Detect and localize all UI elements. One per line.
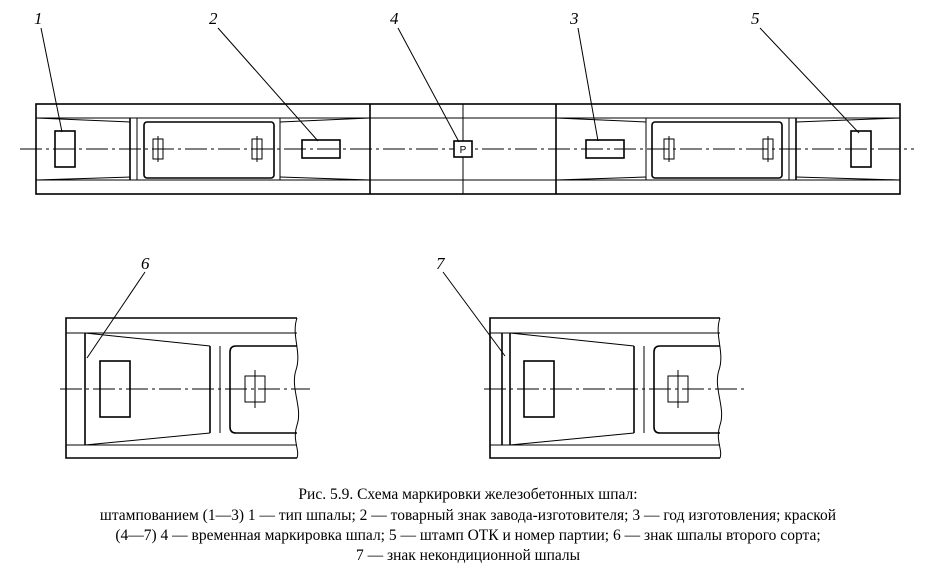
detail-substandard: 7 — [436, 254, 744, 459]
callout-2: 2 — [209, 9, 218, 28]
caption-line-3: 7 — знак некондиционной шпалы — [355, 547, 581, 564]
full-sleeper-view: Р 1 2 4 3 5 — [20, 9, 914, 195]
callout-6: 6 — [141, 254, 150, 273]
callout-7: 7 — [436, 254, 446, 273]
mark-2-manufacturer-sign — [301, 139, 341, 159]
detail-second-grade: 6 — [60, 254, 310, 459]
callout-5: 5 — [751, 9, 760, 28]
caption-line-2: (4—7) 4 — временная маркировка шпал; 5 —… — [115, 527, 821, 544]
mark-4-temporary-marking — [453, 140, 473, 158]
caption-title: Рис. 5.9. Схема маркировки железобетонны… — [298, 486, 638, 503]
stamp-letter: Р — [460, 145, 467, 156]
callout-1: 1 — [34, 9, 43, 28]
callout-4: 4 — [390, 9, 399, 28]
mark-1-sleeper-type — [54, 130, 76, 168]
callout-3: 3 — [569, 9, 579, 28]
mark-5-otk-stamp — [850, 130, 872, 168]
sleeper-marking-diagram: Р 1 2 4 3 5 6 — [20, 9, 914, 459]
caption-line-1: штампованием (1—3) 1 — тип шпалы; 2 — то… — [99, 507, 837, 524]
mark-3-year — [585, 139, 625, 159]
